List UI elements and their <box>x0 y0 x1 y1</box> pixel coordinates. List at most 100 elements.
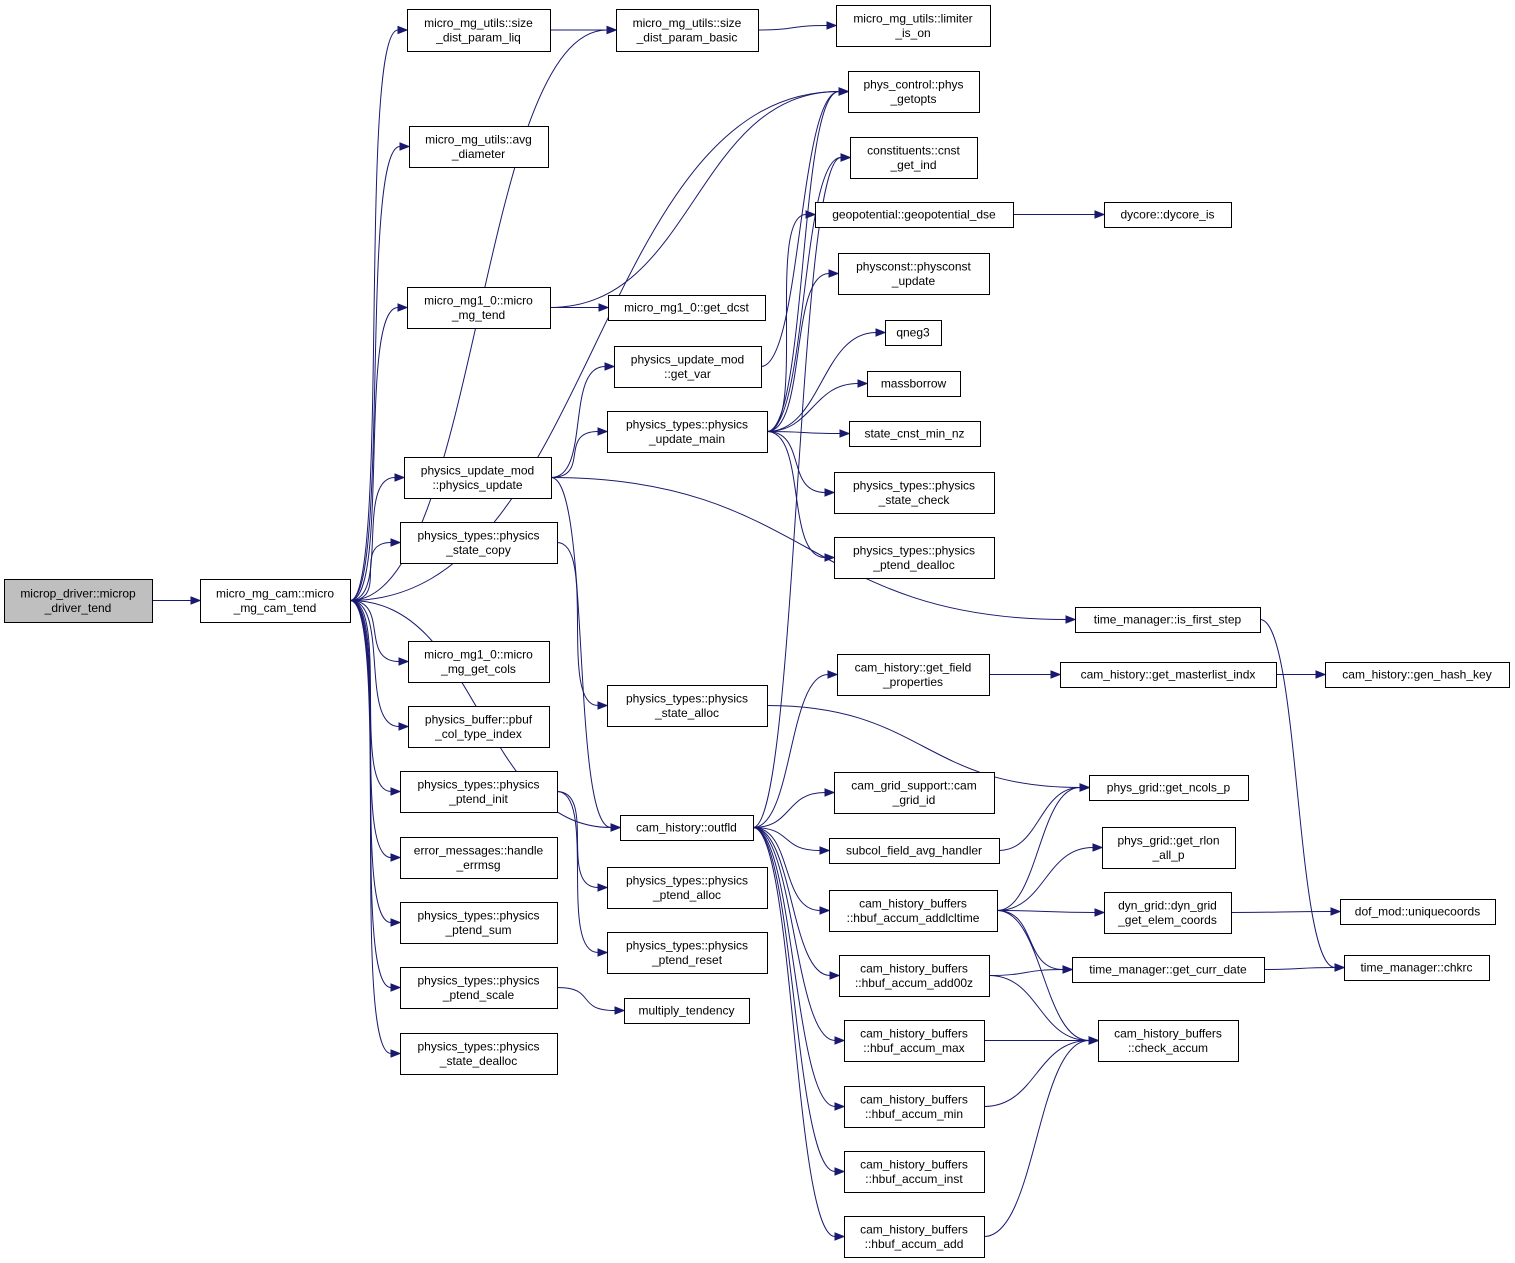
graph-node-n52[interactable]: cam_history_buffers::hbuf_accum_add <box>844 1216 985 1258</box>
node-label: _ptend_reset <box>651 953 723 967</box>
node-label: time_manager::chkrc <box>1360 961 1472 975</box>
graph-node-n15[interactable]: massborrow <box>867 371 961 397</box>
graph-node-n49[interactable]: physics_types::physics_state_dealloc <box>400 1033 558 1075</box>
node-box <box>849 421 981 447</box>
graph-node-n48[interactable]: cam_history_buffers::check_accum <box>1098 1020 1239 1062</box>
graph-node-n1[interactable]: micro_mg_cam::micro_mg_cam_tend <box>200 579 351 623</box>
node-box <box>404 457 552 499</box>
edge-n18-n14 <box>550 366 606 478</box>
graph-node-n38[interactable]: dyn_grid::dyn_grid_get_elem_coords <box>1104 892 1232 934</box>
graph-node-n12[interactable]: micro_mg1_0::get_dcst <box>608 295 766 321</box>
edge-n11-n6 <box>549 91 840 308</box>
arrowhead <box>1092 843 1104 852</box>
graph-node-n6[interactable]: phys_control::phys_getopts <box>848 71 980 113</box>
arrowhead <box>390 983 402 992</box>
graph-node-n34[interactable]: phys_grid::get_rlon_all_p <box>1102 827 1236 869</box>
node-box <box>1102 827 1236 869</box>
edge-n3-n4 <box>757 25 828 31</box>
arrowhead <box>828 269 840 278</box>
graph-node-n37[interactable]: cam_history_buffers::hbuf_accum_addlclti… <box>829 890 998 932</box>
edge-n27-n30 <box>766 705 1081 788</box>
graph-node-n46[interactable]: multiply_tendency <box>624 998 750 1024</box>
node-label: cam_history_buffers <box>1114 1026 1222 1040</box>
node-label: microp_driver::microp <box>20 586 136 600</box>
arrowhead <box>597 883 609 892</box>
graph-node-n45[interactable]: physics_types::physics_ptend_scale <box>400 967 558 1009</box>
graph-node-n41[interactable]: physics_types::physics_ptend_reset <box>607 932 768 974</box>
graph-node-n26[interactable]: cam_history::gen_hash_key <box>1325 662 1510 688</box>
node-label: ::hbuf_accum_max <box>863 1041 964 1055</box>
graph-node-n8[interactable]: geopotential::geopotential_dse <box>815 202 1014 228</box>
graph-node-n42[interactable]: cam_history_buffers::hbuf_accum_add00z <box>839 955 990 997</box>
node-box <box>400 522 558 564</box>
graph-node-n14[interactable]: physics_update_mod::get_var <box>614 346 762 388</box>
graph-node-n50[interactable]: cam_history_buffers::hbuf_accum_min <box>844 1086 985 1128</box>
graph-node-n17[interactable]: state_cnst_min_nz <box>849 421 981 447</box>
graph-node-n21[interactable]: physics_types::physics_ptend_dealloc <box>834 537 995 579</box>
node-label: ::get_var <box>664 367 711 381</box>
graph-node-n35[interactable]: error_messages::handle_errmsg <box>400 837 558 879</box>
arrowhead <box>826 21 838 30</box>
node-label: micro_mg1_0::get_dcst <box>624 301 749 315</box>
arrowhead <box>390 1049 402 1058</box>
arrowhead <box>1065 615 1077 624</box>
graph-node-n39[interactable]: dof_mod::uniquecoords <box>1340 899 1496 925</box>
node-label: cam_history_buffers <box>860 1026 968 1040</box>
node-box <box>844 1086 985 1128</box>
node-label: phys_grid::get_ncols_p <box>1107 781 1231 795</box>
edge-n1-n23 <box>349 600 400 662</box>
node-label: ::check_accum <box>1128 1041 1208 1055</box>
graph-node-n40[interactable]: physics_types::physics_ptend_sum <box>400 902 558 944</box>
arrowhead <box>819 846 831 855</box>
node-box <box>407 9 551 52</box>
node-label: physics_types::physics <box>626 873 748 887</box>
graph-node-n33[interactable]: subcol_field_avg_handler <box>829 838 1000 864</box>
graph-node-n20[interactable]: physics_types::physics_state_copy <box>400 522 558 564</box>
graph-node-n43[interactable]: time_manager::get_curr_date <box>1072 957 1265 983</box>
arrowhead <box>399 142 411 151</box>
graph-node-n22[interactable]: time_manager::is_first_step <box>1075 607 1261 633</box>
graph-node-n29[interactable]: cam_grid_support::cam_grid_id <box>834 772 995 814</box>
graph-node-n51[interactable]: cam_history_buffers::hbuf_accum_inst <box>844 1151 985 1193</box>
graph-node-n24[interactable]: cam_history::get_field_properties <box>837 654 990 696</box>
graph-node-n31[interactable]: physics_types::physics_ptend_init <box>400 771 558 813</box>
node-label: subcol_field_avg_handler <box>846 844 982 858</box>
graph-node-n19[interactable]: physics_types::physics_state_check <box>834 472 995 514</box>
edge-n43-n44 <box>1263 967 1336 970</box>
graph-node-n2[interactable]: micro_mg_utils::size_dist_param_liq <box>407 9 551 52</box>
graph-node-n10[interactable]: physconst::physconst_update <box>838 253 990 295</box>
node-label: physics_types::physics <box>626 417 748 431</box>
graph-node-n36[interactable]: physics_types::physics_ptend_alloc <box>607 867 768 909</box>
graph-node-n23[interactable]: micro_mg1_0::micro_mg_get_cols <box>408 641 550 683</box>
node-label: _mg_get_cols <box>440 662 516 676</box>
graph-node-n44[interactable]: time_manager::chkrc <box>1344 955 1490 981</box>
graph-node-n13[interactable]: qneg3 <box>885 320 942 346</box>
graph-node-n47[interactable]: cam_history_buffers::hbuf_accum_max <box>844 1020 985 1062</box>
graph-node-n5[interactable]: micro_mg_utils::avg_diameter <box>409 126 549 168</box>
graph-node-n18[interactable]: physics_update_mod::physics_update <box>404 457 552 499</box>
node-label: _errmsg <box>455 858 500 872</box>
arrowhead <box>1334 963 1346 972</box>
arrowhead <box>398 657 410 666</box>
graph-node-n16[interactable]: physics_types::physics_update_main <box>607 411 768 453</box>
arrowhead <box>824 788 836 797</box>
arrowhead <box>827 670 839 679</box>
node-label: micro_mg_utils::size <box>633 16 742 30</box>
graph-node-n32[interactable]: cam_history::outfld <box>620 815 754 841</box>
edge-n16-n6 <box>766 91 840 432</box>
arrowhead <box>604 362 616 371</box>
node-label: phys_grid::get_rlon <box>1117 833 1219 847</box>
graph-node-n25[interactable]: cam_history::get_masterlist_indx <box>1060 662 1277 688</box>
graph-node-n4[interactable]: micro_mg_utils::limiter_is_on <box>836 5 991 47</box>
graph-node-n30[interactable]: phys_grid::get_ncols_p <box>1089 775 1249 801</box>
graph-node-n28[interactable]: physics_buffer::pbuf_col_type_index <box>408 706 550 748</box>
edge-n16-n15 <box>766 383 859 432</box>
graph-node-n27[interactable]: physics_types::physics_state_alloc <box>607 685 768 727</box>
node-label: _mg_tend <box>451 308 505 322</box>
graph-node-n7[interactable]: constituents::cnst_get_ind <box>850 137 978 179</box>
graph-node-n3[interactable]: micro_mg_utils::size_dist_param_basic <box>616 9 759 52</box>
node-label: physics_types::physics <box>417 777 539 791</box>
graph-node-n11[interactable]: micro_mg1_0::micro_mg_tend <box>407 287 551 329</box>
graph-node-n9[interactable]: dycore::dycore_is <box>1104 202 1232 228</box>
graph-node-n0[interactable]: microp_driver::microp_driver_tend <box>4 579 153 623</box>
